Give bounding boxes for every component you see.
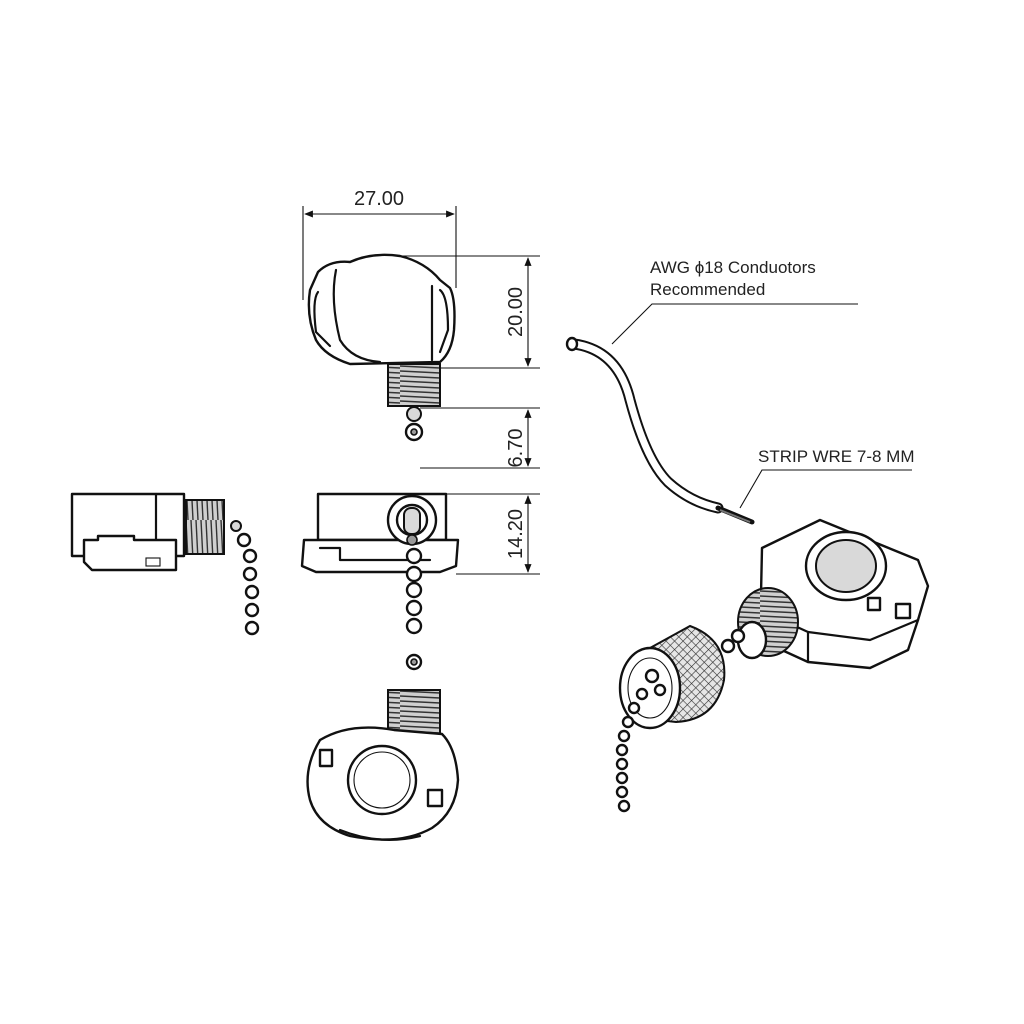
dimension-height: 20.00 (400, 255, 540, 369)
bottom-view (306, 653, 460, 841)
dimension-height-label: 20.00 (505, 287, 527, 337)
dimension-width-label: 27.00 (354, 188, 404, 210)
wire (565, 336, 755, 525)
dimension-depth: 14.20 (446, 493, 540, 575)
dimension-chain-offset-label: 6.70 (505, 429, 527, 468)
dimension-chain-offset: 6.70 (420, 407, 540, 469)
dimension-depth-label: 14.20 (505, 509, 527, 559)
wire-gauge-note: AWG ϕ18 Conduotors Recommended (611, 258, 858, 345)
strip-wire-note: STRIP WRE 7-8 MM (739, 447, 914, 509)
isometric-view (615, 518, 930, 813)
side-view-center (300, 492, 460, 635)
dimension-width: 27.00 (302, 188, 457, 300)
wire-gauge-label-line2: Recommended (650, 280, 765, 299)
side-view-left (70, 492, 260, 636)
wire-gauge-label-line1: AWG ϕ18 Conduotors (650, 258, 816, 277)
top-view (307, 253, 456, 442)
strip-wire-label: STRIP WRE 7-8 MM (758, 447, 914, 466)
